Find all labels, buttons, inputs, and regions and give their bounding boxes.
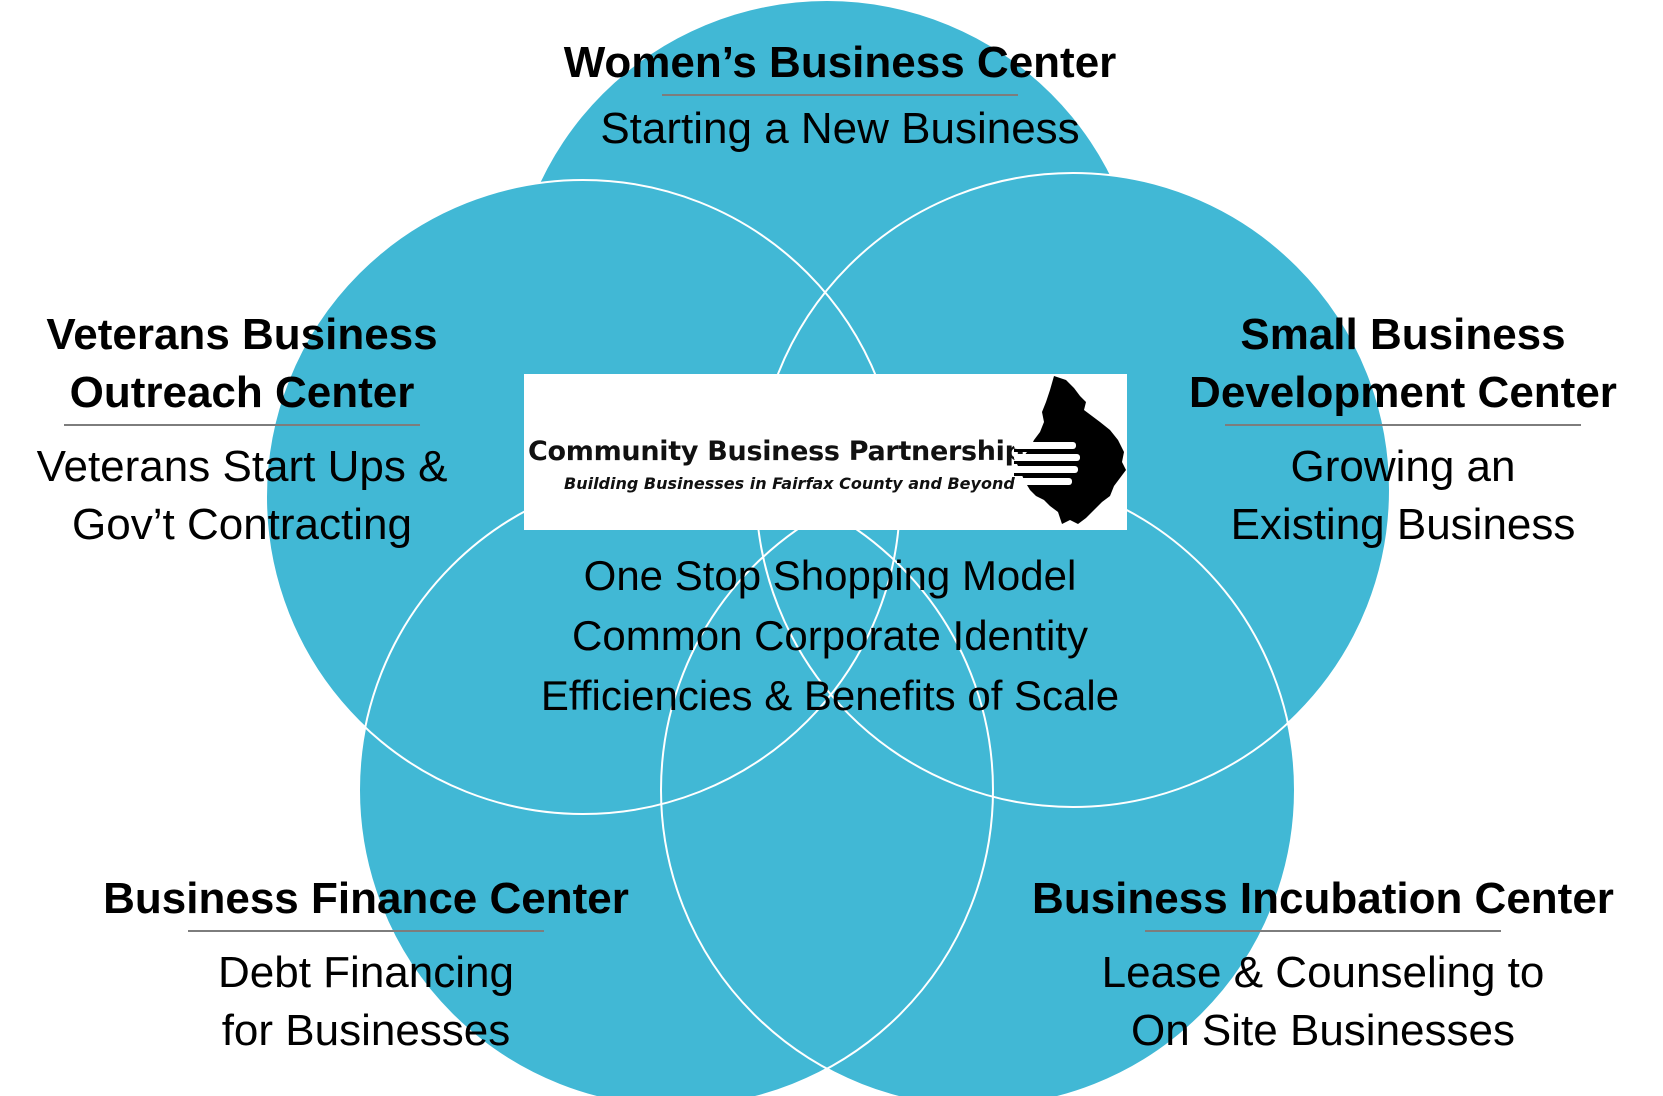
center-sbdc-title: Small Business Development Center: [1189, 310, 1617, 417]
center-sbdc: Small Business Development Center Growin…: [1163, 306, 1643, 554]
center-incubation: Business Incubation Center Lease & Couns…: [1003, 870, 1643, 1060]
center-veterans-title: Veterans Business Outreach Center: [46, 310, 438, 417]
center-finance-rule: [188, 930, 544, 932]
center-finance-desc: Debt Financing for Businesses: [218, 948, 514, 1055]
center-veterans: Veterans Business Outreach Center Vetera…: [0, 306, 484, 554]
center-veterans-desc: Veterans Start Ups & Gov’t Contracting: [36, 442, 448, 549]
center-finance: Business Finance Center Debt Financing f…: [66, 870, 666, 1060]
center-womens-title: Women’s Business Center: [563, 38, 1117, 87]
center-sbdc-desc: Growing an Existing Business: [1230, 442, 1576, 549]
mission-statements: One Stop Shopping Model Common Corporate…: [480, 546, 1180, 726]
center-womens-desc: Starting a New Business: [600, 104, 1080, 153]
center-incubation-desc: Lease & Counseling to On Site Businesses: [1101, 948, 1545, 1055]
center-incubation-title: Business Incubation Center: [1032, 874, 1614, 923]
mission-line: One Stop Shopping Model: [583, 552, 1077, 599]
center-womens: Women’s Business Center Starting a New B…: [490, 34, 1190, 158]
center-womens-rule: [662, 94, 1018, 96]
cbp-logo: Community Business Partnership Building …: [524, 374, 1127, 530]
center-incubation-rule: [1145, 930, 1501, 932]
center-sbdc-rule: [1225, 424, 1581, 426]
logo-name: Community Business Partnership: [528, 436, 1024, 467]
center-finance-title: Business Finance Center: [103, 874, 629, 923]
center-veterans-rule: [64, 424, 420, 426]
mission-line: Common Corporate Identity: [572, 612, 1088, 659]
logo-tagline: Building Businesses in Fairfax County an…: [564, 474, 1015, 493]
mission-line: Efficiencies & Benefits of Scale: [540, 672, 1120, 719]
hand-map-icon: [1014, 376, 1126, 524]
